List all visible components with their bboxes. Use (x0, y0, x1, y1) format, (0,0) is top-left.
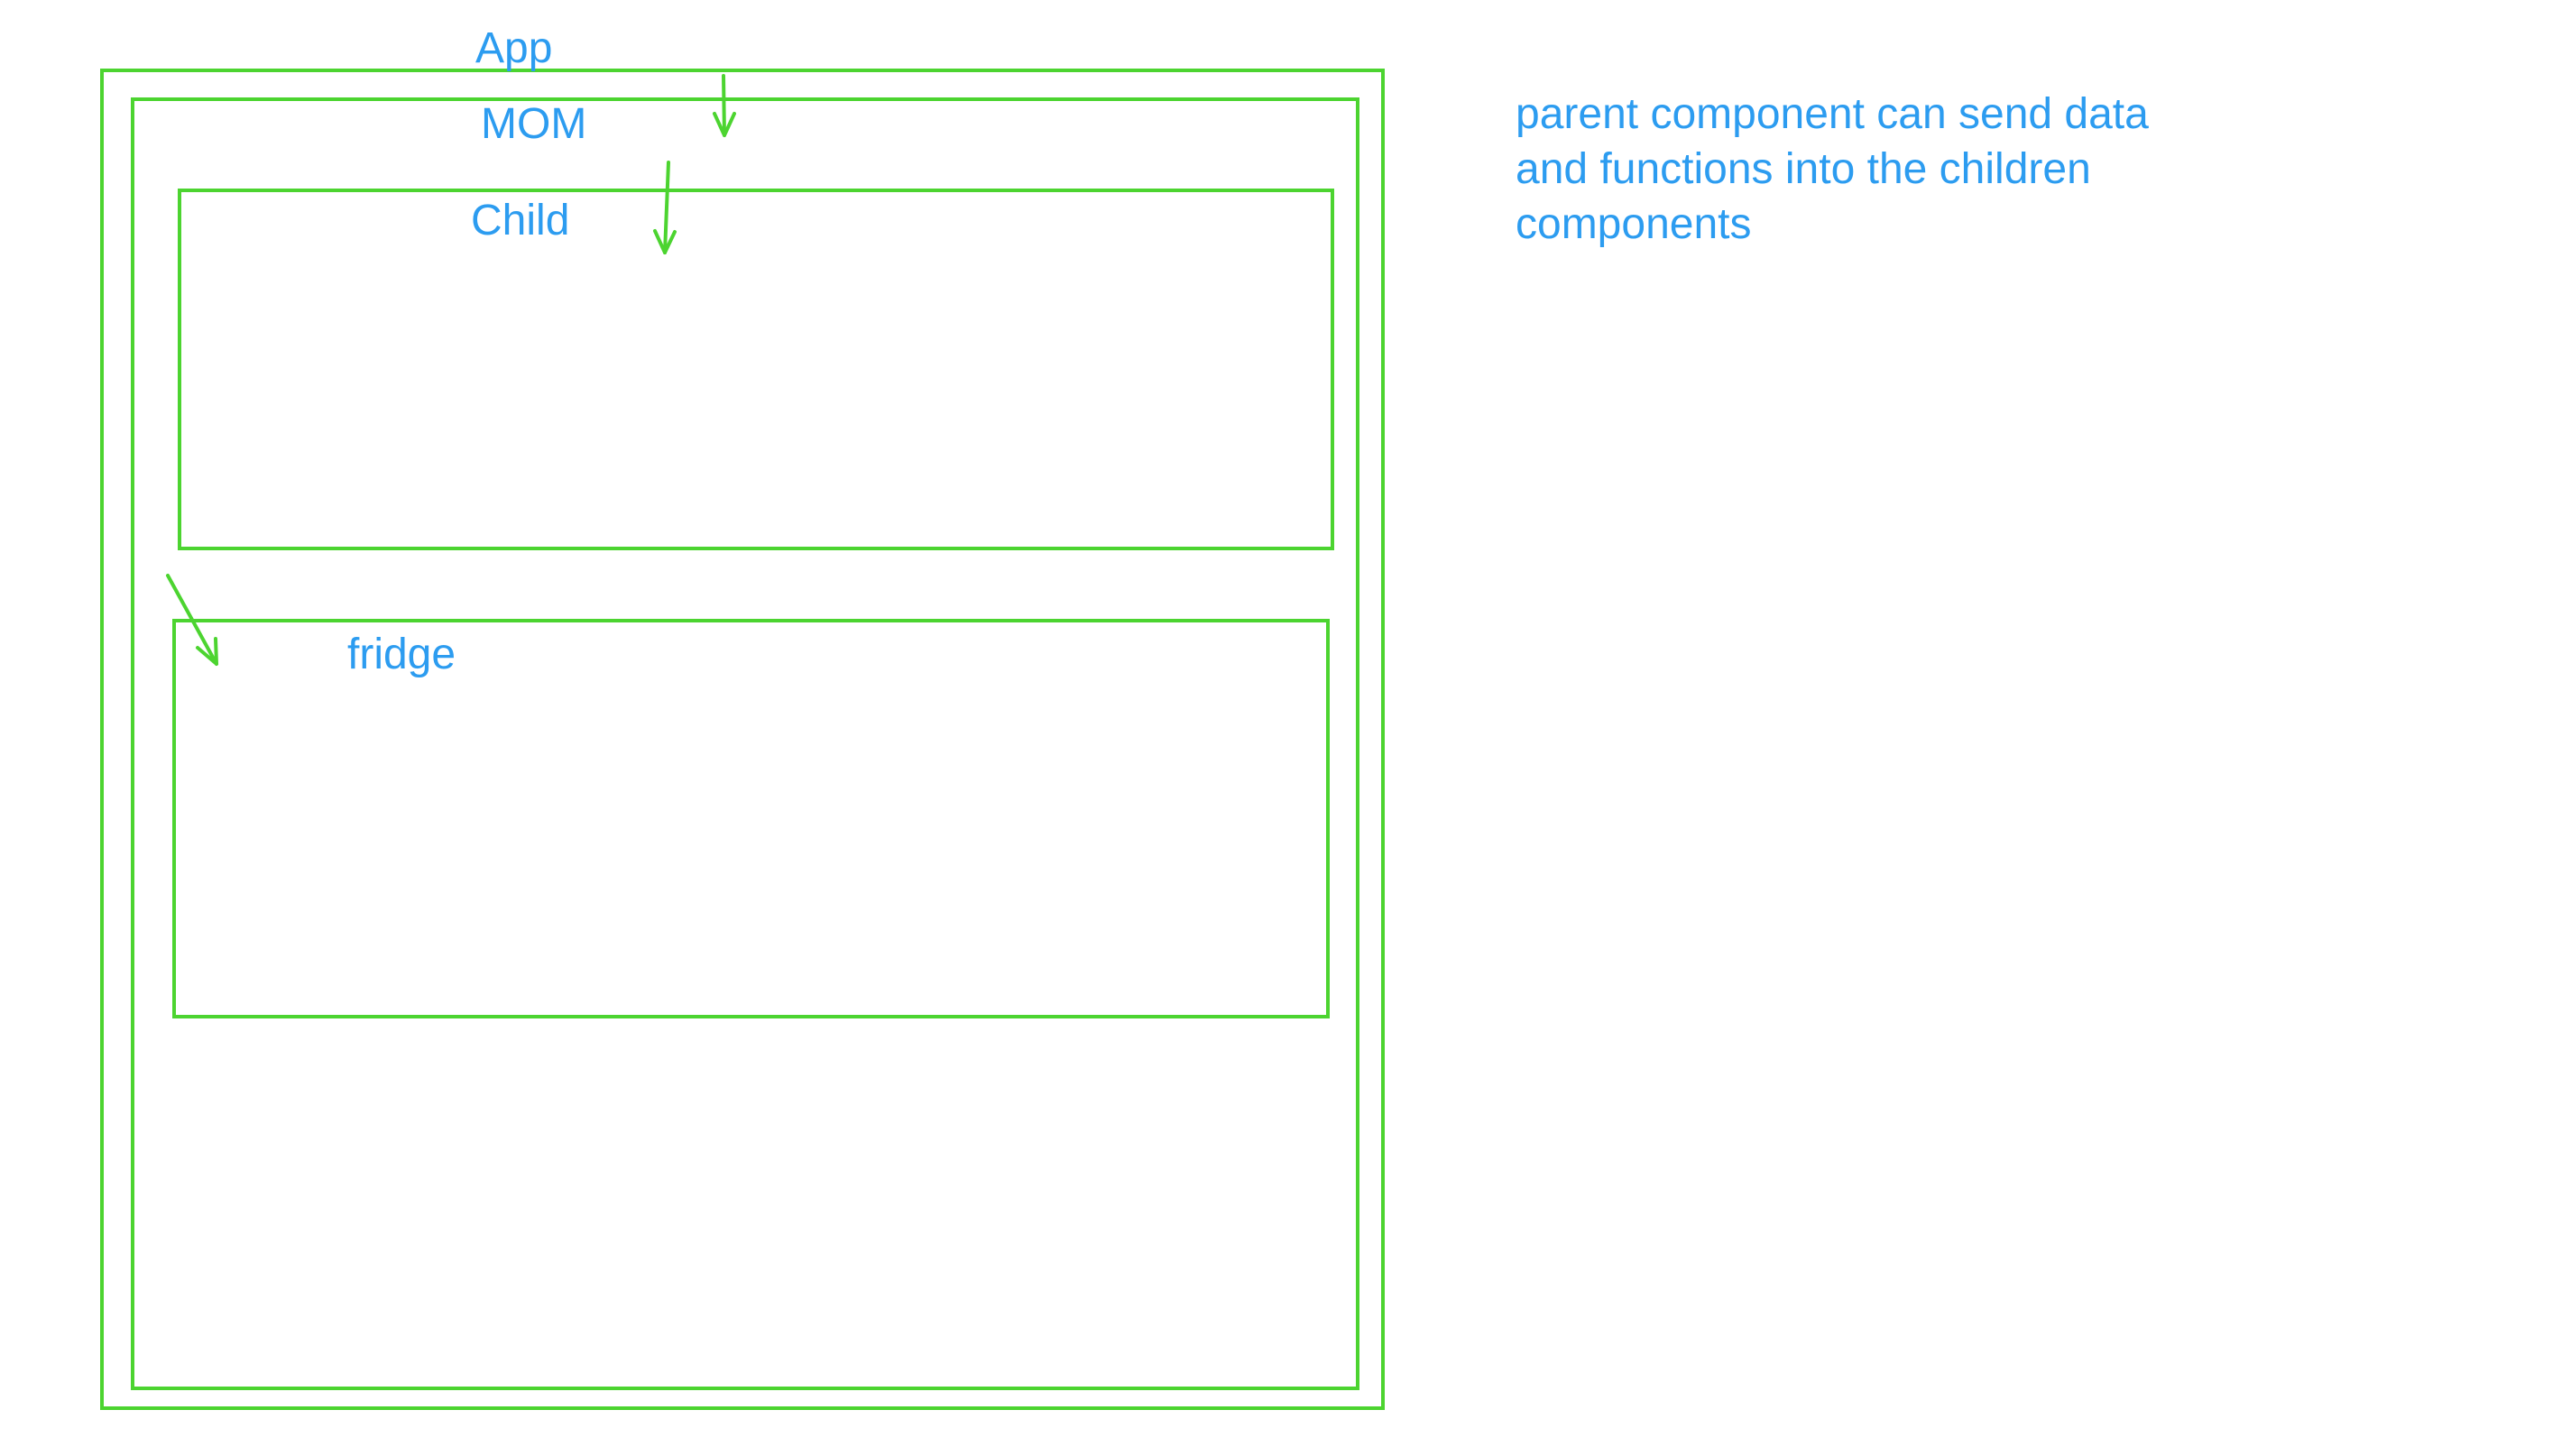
mom-label: MOM (481, 100, 587, 148)
fridge-label: fridge (347, 631, 456, 678)
arrow-mom-to-child (653, 161, 677, 254)
child-label: Child (471, 197, 570, 244)
mom-box (131, 97, 1359, 1390)
fridge-box (172, 619, 1330, 1018)
app-label: App (475, 24, 553, 72)
arrow-to-fridge (166, 574, 218, 666)
arrow-app-to-mom (713, 74, 736, 137)
note-text: parent component can send data and funct… (1516, 87, 2327, 252)
note-line-1: parent component can send data (1516, 90, 2149, 138)
note-line-3: components (1516, 200, 1752, 248)
child-box (178, 189, 1334, 550)
note-line-2: and functions into the children (1516, 145, 2091, 193)
app-box (100, 69, 1385, 1410)
